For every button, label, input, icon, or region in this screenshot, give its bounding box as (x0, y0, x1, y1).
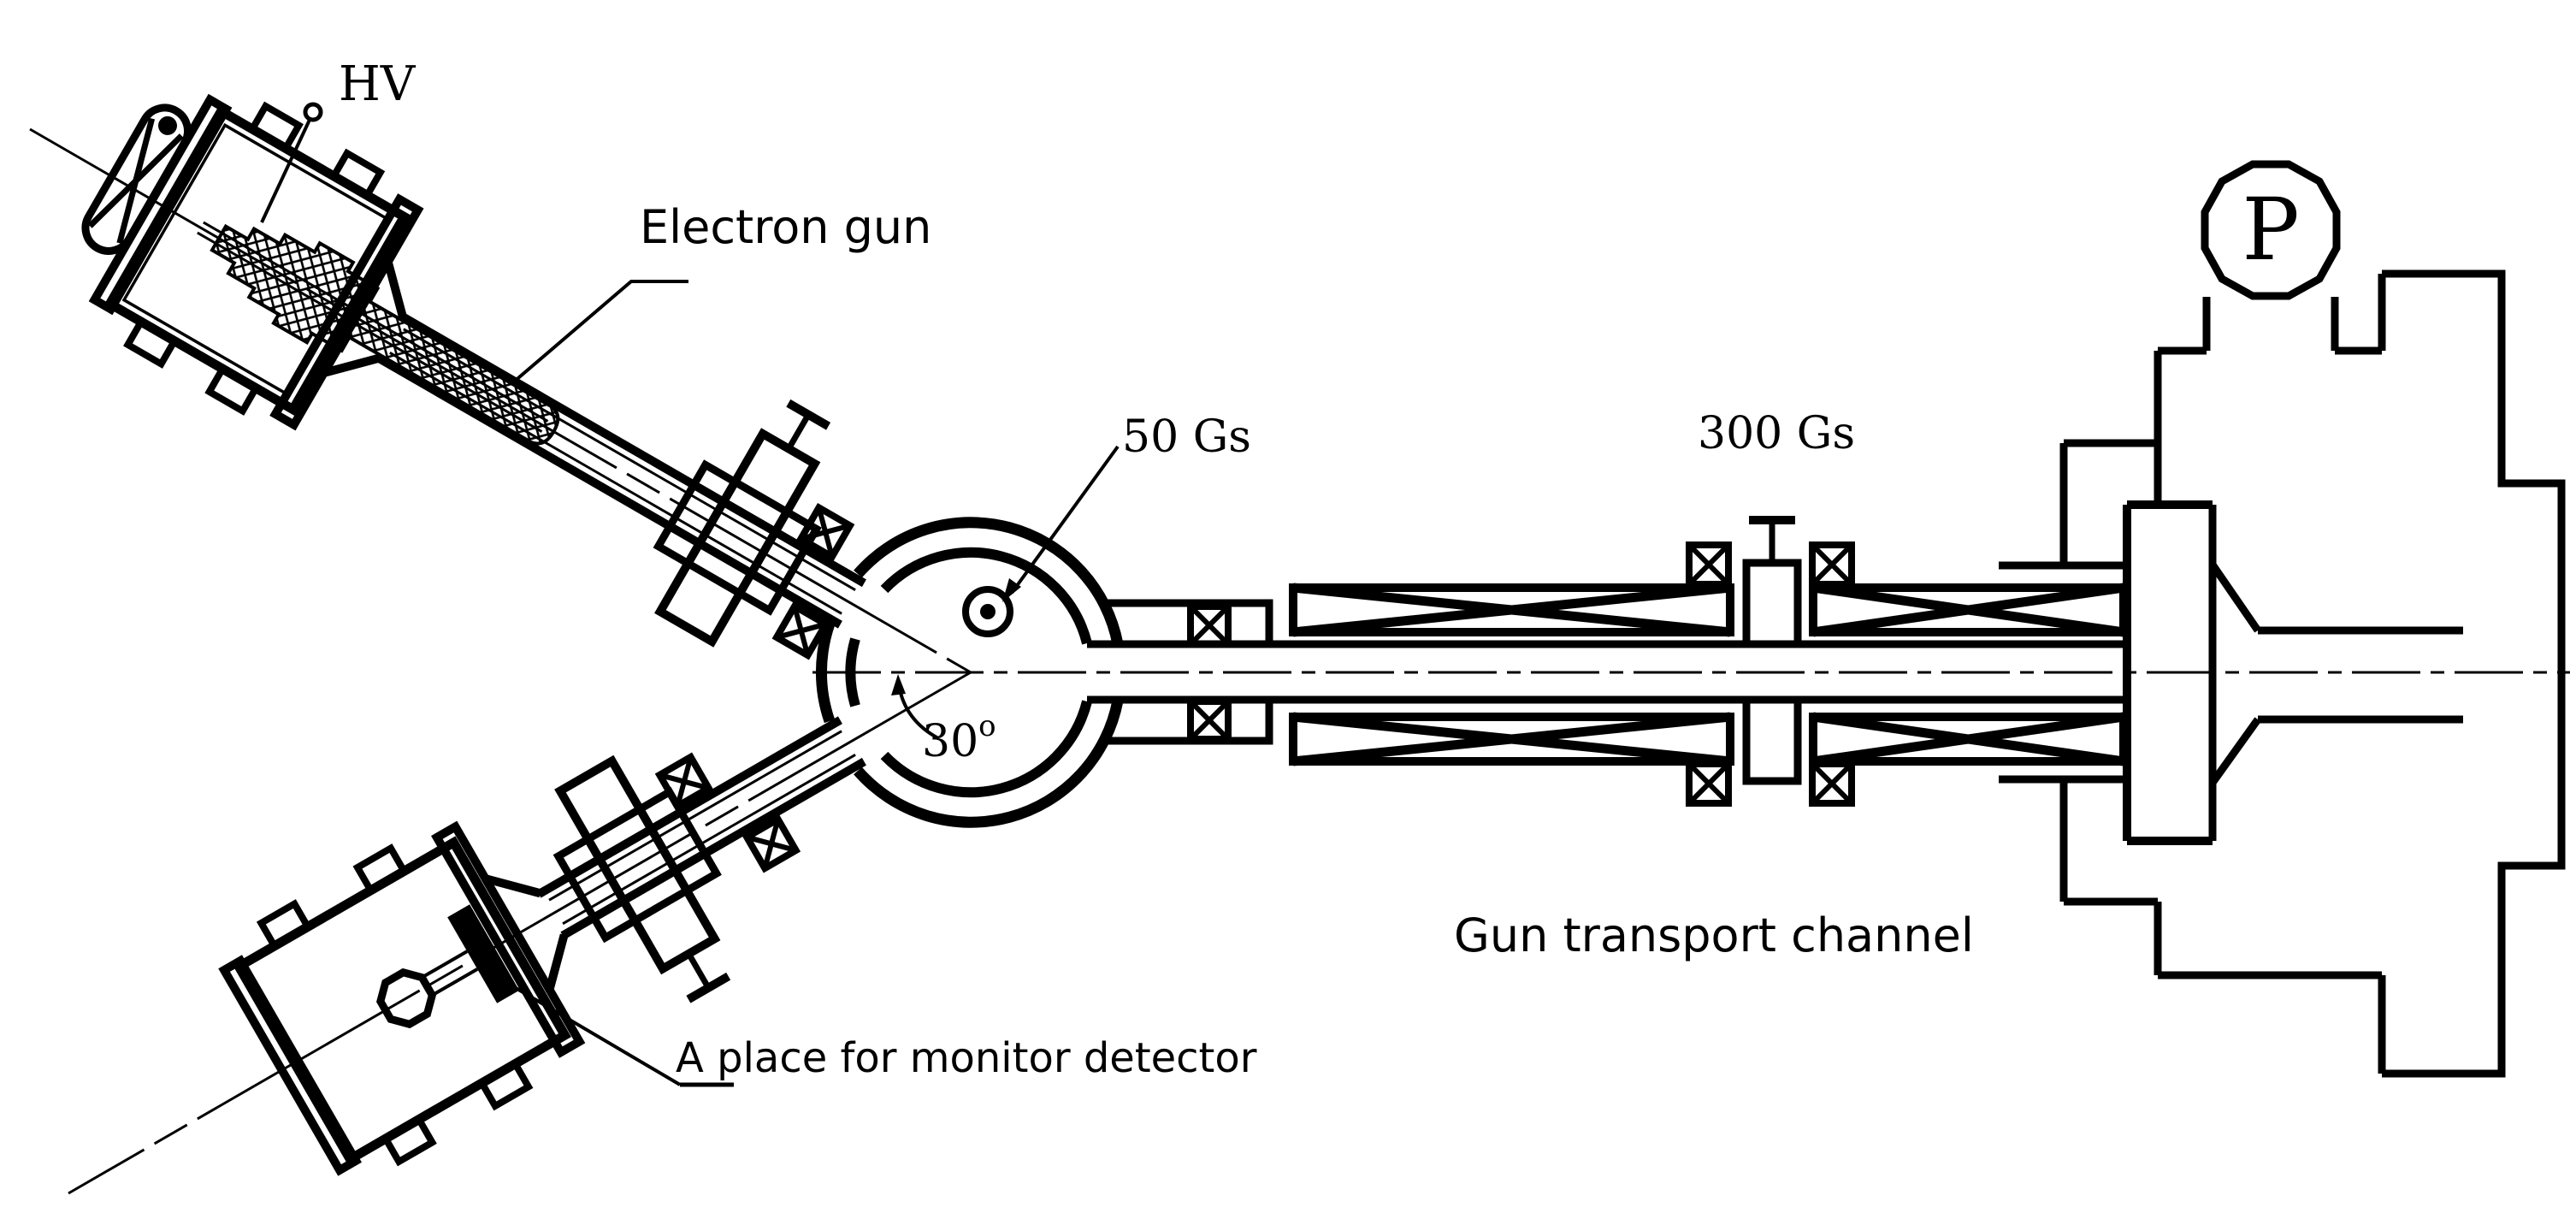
exit-collar-bottom (1103, 700, 1273, 745)
handle-pivot-dot (158, 115, 177, 135)
exit-nozzle (2123, 500, 2463, 845)
solenoid-section-2-lower (1809, 712, 2128, 766)
monitor-detector-plate (447, 904, 520, 1003)
bellows-insulator (210, 223, 560, 446)
hv-label: HV (339, 56, 417, 112)
vacuum-pump: P (2154, 160, 2382, 505)
viewport-octagon (376, 968, 437, 1029)
electron-gun-label: Electron gun (640, 200, 931, 254)
field-dot-icon (980, 604, 996, 619)
electron-gun-leader (511, 280, 688, 384)
bend-field-label: 50 Gs (1122, 411, 1251, 463)
transport-channel-label: Gun transport channel (1454, 908, 1974, 962)
pump-label: P (2242, 180, 2299, 280)
monitor-detector-arm (218, 716, 866, 1176)
chamber-outer-wall (854, 517, 1124, 646)
chamber-outer-wall (854, 699, 1124, 828)
chamber-inner-wall (880, 700, 1092, 798)
solenoid-section-1-lower (1289, 712, 1734, 766)
exit-collar-top (1103, 599, 1273, 644)
bend-angle-label: 30o (922, 709, 996, 767)
handle-loop (81, 104, 192, 255)
chamber-inner-wall (880, 547, 1092, 645)
hv-pin-ball (303, 102, 323, 122)
bend-field-arrowhead-icon (1002, 578, 1021, 602)
electron-gun-arm (88, 93, 866, 660)
beam-axis-centerlines (29, 127, 2570, 1195)
bend-angle-sup: o (978, 709, 996, 743)
field-out-of-plane-icon (962, 586, 1013, 637)
chamber-outer-wall (816, 621, 836, 724)
monitor-detector-label: A place for monitor detector (676, 1034, 1257, 1082)
bend-angle-value: 30 (922, 716, 978, 767)
hv-feedthrough (260, 102, 323, 223)
collar-coil-boxes (1187, 603, 1232, 743)
chamber-inner-wall (845, 637, 860, 707)
right-end-assembly: P (1999, 160, 2566, 1078)
bend-angle-arrowhead-icon (891, 674, 906, 695)
bend-field-leader (1010, 445, 1120, 595)
target-yoke-bracket (2382, 269, 2566, 1078)
pump-circle-icon (2201, 160, 2341, 300)
hv-pin (260, 119, 311, 223)
transport-field-label: 300 Gs (1698, 408, 1855, 459)
flange-lower (1742, 695, 1802, 785)
gun-transport-channel (1087, 516, 2128, 807)
flange-upper (1742, 559, 1802, 648)
mid-coil-boxes (1686, 541, 1855, 807)
bending-chamber (816, 517, 1124, 828)
monitor-detector-leader (510, 984, 682, 1086)
mid-flange-and-valve (1742, 516, 1802, 785)
solenoid-section-1-upper (1289, 583, 1734, 637)
solenoid-section-2-upper (1809, 583, 2128, 637)
annotations: HV Electron gun 50 Gs 30o 300 Gs Gun tra… (339, 56, 1974, 1087)
